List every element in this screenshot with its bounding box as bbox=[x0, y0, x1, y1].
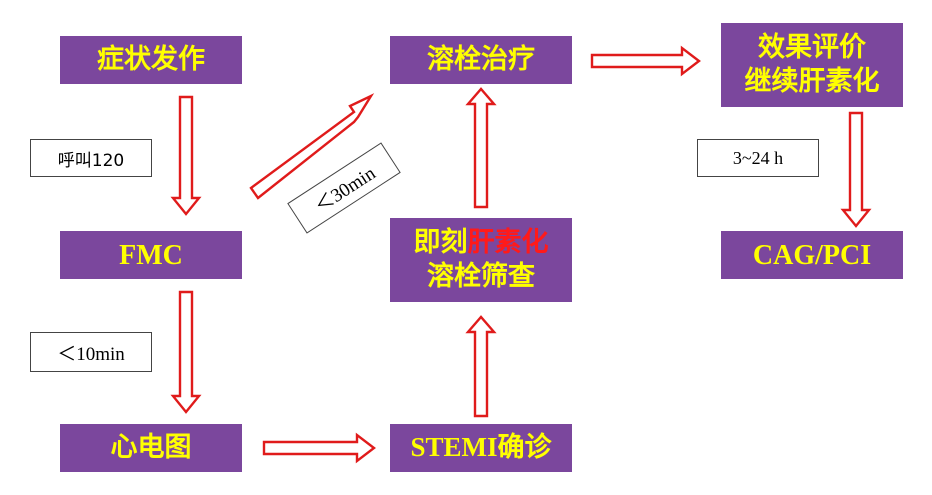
node-evaluation-line1: 效果评价 bbox=[758, 32, 866, 64]
node-ecg: 心电图 bbox=[60, 424, 242, 472]
note-call-120-text: 呼叫120 bbox=[57, 150, 125, 171]
arrow-fmc-to-ecg bbox=[170, 290, 202, 414]
node-evaluation: 效果评价 继续肝素化 bbox=[721, 23, 903, 107]
node-symptom-onset-label: 症状发作 bbox=[97, 44, 205, 76]
node-ecg-label: 心电图 bbox=[110, 432, 192, 464]
node-thrombolysis: 溶栓治疗 bbox=[390, 36, 572, 84]
node-cag-pci-label: CAG/PCI bbox=[752, 239, 872, 271]
node-screening-highlight: 肝素化 bbox=[467, 227, 549, 259]
arrow-fmc-to-thrombolysis bbox=[249, 93, 375, 200]
arrow-evaluation-to-cag bbox=[840, 111, 872, 228]
node-screening-prefix: 即刻 bbox=[413, 227, 468, 259]
node-evaluation-line2: 继续肝素化 bbox=[744, 66, 880, 97]
arrow-symptom-to-fmc bbox=[170, 95, 202, 216]
note-call-120: 呼叫120 bbox=[30, 139, 152, 177]
node-screening: 即刻肝素化 溶栓筛查 bbox=[390, 218, 572, 302]
node-stemi-diagnosis-label: STEMI确诊 bbox=[410, 432, 552, 463]
arrow-screening-to-thrombolysis bbox=[465, 87, 497, 209]
note-3-24h-text: 3~24 h bbox=[732, 147, 784, 168]
arrow-ecg-to-stemi bbox=[262, 432, 376, 464]
node-stemi-diagnosis: STEMI确诊 bbox=[390, 424, 572, 472]
node-fmc-label: FMC bbox=[119, 239, 183, 271]
node-screening-line2: 溶栓筛查 bbox=[427, 261, 535, 292]
arrow-thrombolysis-to-evaluation bbox=[590, 45, 701, 77]
node-symptom-onset: 症状发作 bbox=[60, 36, 242, 84]
note-3-24h: 3~24 h bbox=[697, 139, 819, 177]
node-fmc: FMC bbox=[60, 231, 242, 279]
note-lt-10min: ＜10min bbox=[30, 332, 152, 372]
node-cag-pci: CAG/PCI bbox=[721, 231, 903, 279]
note-lt-10min-text: ＜10min bbox=[57, 343, 125, 365]
arrow-stemi-to-screening bbox=[465, 315, 497, 418]
node-screening-line1: 即刻肝素化 bbox=[414, 226, 549, 260]
node-thrombolysis-label: 溶栓治疗 bbox=[427, 44, 535, 76]
